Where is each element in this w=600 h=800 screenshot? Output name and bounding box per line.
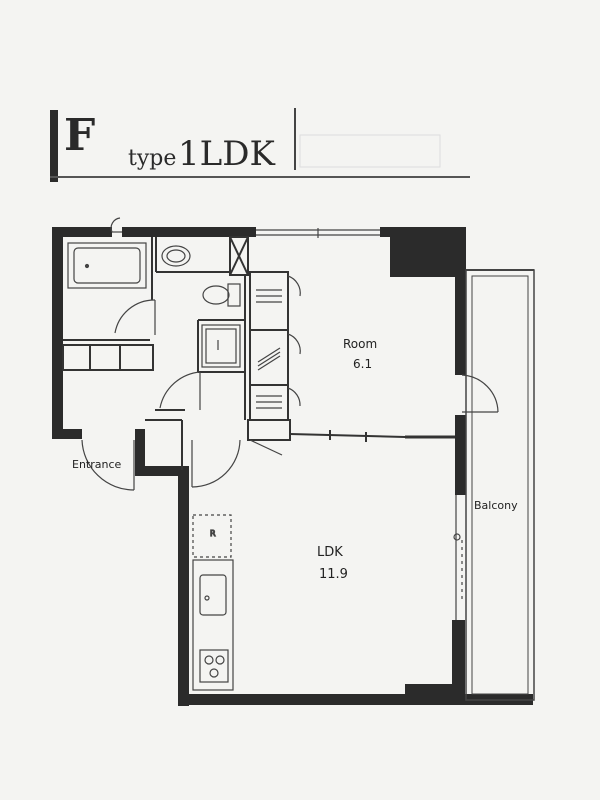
plan-header: F type 1LDK	[50, 108, 470, 182]
bathtub	[67, 242, 147, 289]
wall-bottom-thick	[405, 684, 465, 696]
interior-walls	[62, 236, 455, 470]
fixtures: R	[67, 242, 241, 691]
room-label: Room	[343, 337, 377, 351]
windows	[112, 228, 463, 620]
balcony	[465, 269, 535, 701]
closet-base-diagonal	[249, 439, 283, 456]
closet-upper	[249, 271, 289, 331]
wall-top-left	[52, 227, 112, 237]
balcony-label: Balcony	[474, 499, 518, 512]
balcony-sash-handle	[453, 533, 461, 541]
door-room-balcony	[461, 374, 499, 413]
wall-entrance-step	[135, 429, 145, 475]
balcony-outer	[465, 269, 535, 701]
kitchen-counter	[192, 559, 234, 691]
sliding-partition	[289, 433, 406, 438]
wall-kitchen-left	[178, 466, 189, 706]
wall-entrance-left-bottom	[52, 429, 82, 439]
sink-basin	[161, 245, 191, 267]
shelf-b2	[257, 351, 281, 367]
closet-shelves	[256, 289, 282, 409]
header-logo-placeholder	[299, 134, 441, 168]
shelf-b3	[257, 355, 281, 371]
duct-box	[229, 236, 249, 276]
closet-base	[247, 419, 291, 441]
wall-right-lower	[452, 620, 465, 695]
duct-x2	[229, 236, 249, 276]
toilet-bowl	[202, 285, 230, 305]
sink-inner	[166, 249, 186, 263]
room-size: 6.1	[353, 357, 372, 371]
burner-b	[215, 655, 225, 665]
door-bath-top	[110, 217, 121, 233]
kitchen-sink	[199, 574, 227, 616]
ldk-label: LDK	[317, 545, 343, 560]
ldk-size: 11.9	[319, 567, 348, 582]
door-hall	[159, 371, 201, 409]
wall-right-upper	[455, 227, 466, 375]
room-labels: Room 6.1 LDK 11.9 Entrance Balcony	[72, 337, 518, 582]
header-divider	[294, 108, 296, 170]
outer-walls	[52, 227, 533, 706]
door-swings	[81, 217, 499, 491]
wall-left	[52, 227, 63, 439]
balcony-inner	[471, 275, 529, 695]
washer-pan-inner	[205, 328, 237, 364]
door-closet-upper	[287, 275, 301, 297]
door-ldk	[191, 439, 241, 488]
fridge-mark: R	[210, 529, 216, 538]
door-closet-lower	[287, 387, 301, 407]
toilet-tank	[227, 283, 241, 307]
type-word: type	[128, 146, 176, 171]
fridge-space	[192, 514, 232, 558]
header-left-bar	[50, 110, 58, 182]
door-closet-middle	[287, 333, 301, 355]
kitchen-sink-drain	[204, 595, 210, 601]
wall-top-mid	[122, 227, 256, 237]
column-top-right	[390, 227, 466, 277]
entrance-label: Entrance	[72, 458, 122, 471]
burner-a	[204, 655, 214, 665]
wall-right-middle	[455, 415, 466, 495]
type-letter: F	[64, 110, 95, 161]
shoe-closet	[62, 344, 154, 371]
wall-bottom	[178, 694, 533, 705]
header-underline	[50, 176, 470, 178]
door-entrance	[81, 439, 135, 491]
bathtub-inner	[73, 247, 141, 284]
burner-c	[209, 668, 219, 678]
closet-middle	[249, 329, 289, 386]
washer-pan	[201, 324, 241, 368]
cooktop	[199, 649, 229, 683]
bathtub-drain	[84, 263, 90, 269]
layout-code: 1LDK	[178, 134, 275, 174]
shelf-b1	[257, 347, 281, 363]
door-washroom	[114, 299, 156, 334]
wall-entrance-step-h	[135, 466, 187, 476]
